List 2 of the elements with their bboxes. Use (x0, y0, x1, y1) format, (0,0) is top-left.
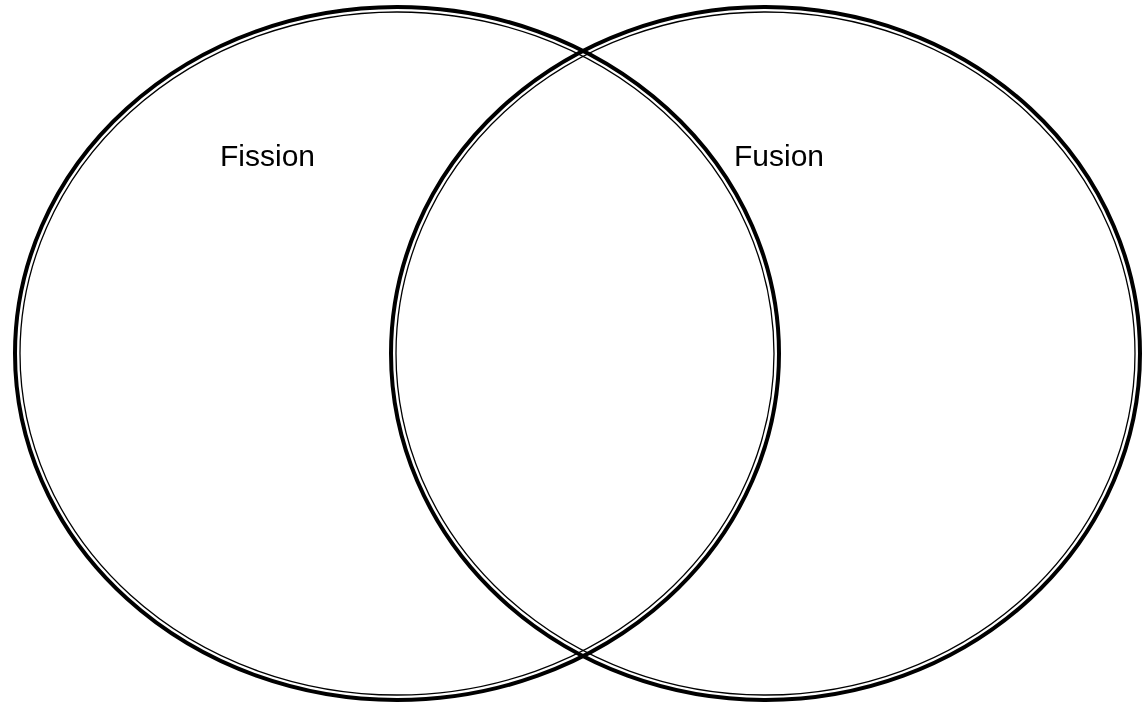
set-label: Fusion (734, 139, 825, 174)
set-label: Fission (220, 139, 316, 174)
